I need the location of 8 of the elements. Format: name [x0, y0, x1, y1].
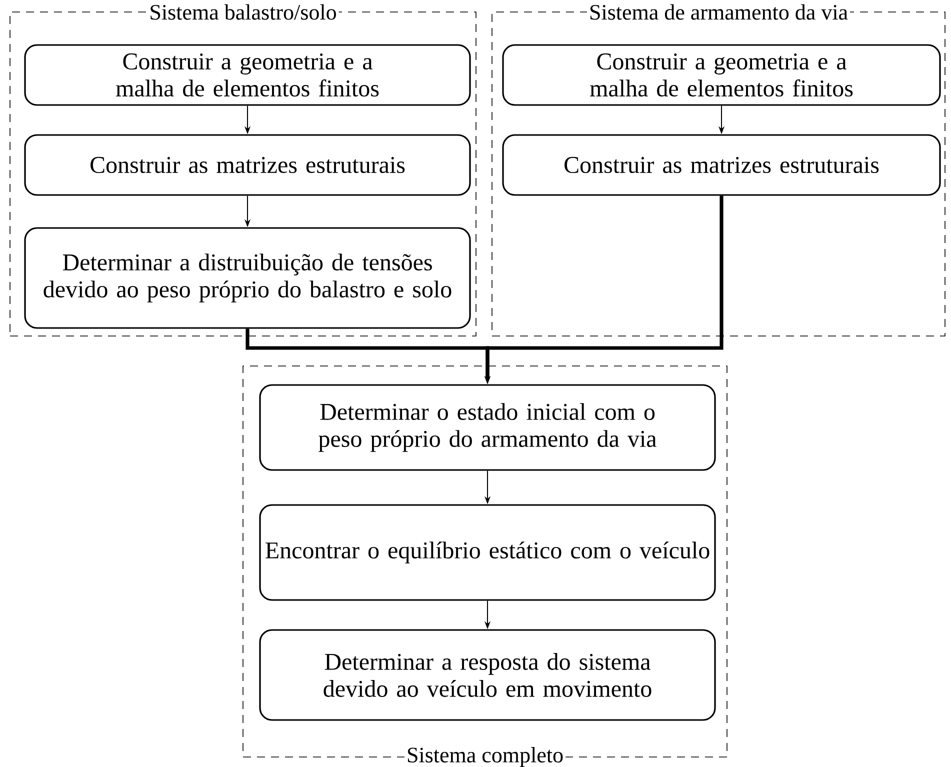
process-box: Determinar o estado inicial com o peso próprio do armamento da via: [259, 384, 716, 471]
process-box: Construir as matrizes estruturais: [24, 134, 471, 196]
process-box: Encontrar o equilíbrio estático com o veículo: [259, 504, 716, 601]
process-box: Construir as matrizes estruturais: [502, 134, 941, 196]
process-box: Determinar a resposta do sistema devido ao veículo em movimento: [259, 629, 716, 721]
process-box: Construir a geometria e a malha de elementos finitos: [502, 44, 941, 106]
process-box: Determinar a distruibuição de tensões devido ao peso próprio do balastro e solo: [24, 227, 471, 329]
process-box: Construir a geometria e a malha de elementos finitos: [24, 44, 471, 106]
